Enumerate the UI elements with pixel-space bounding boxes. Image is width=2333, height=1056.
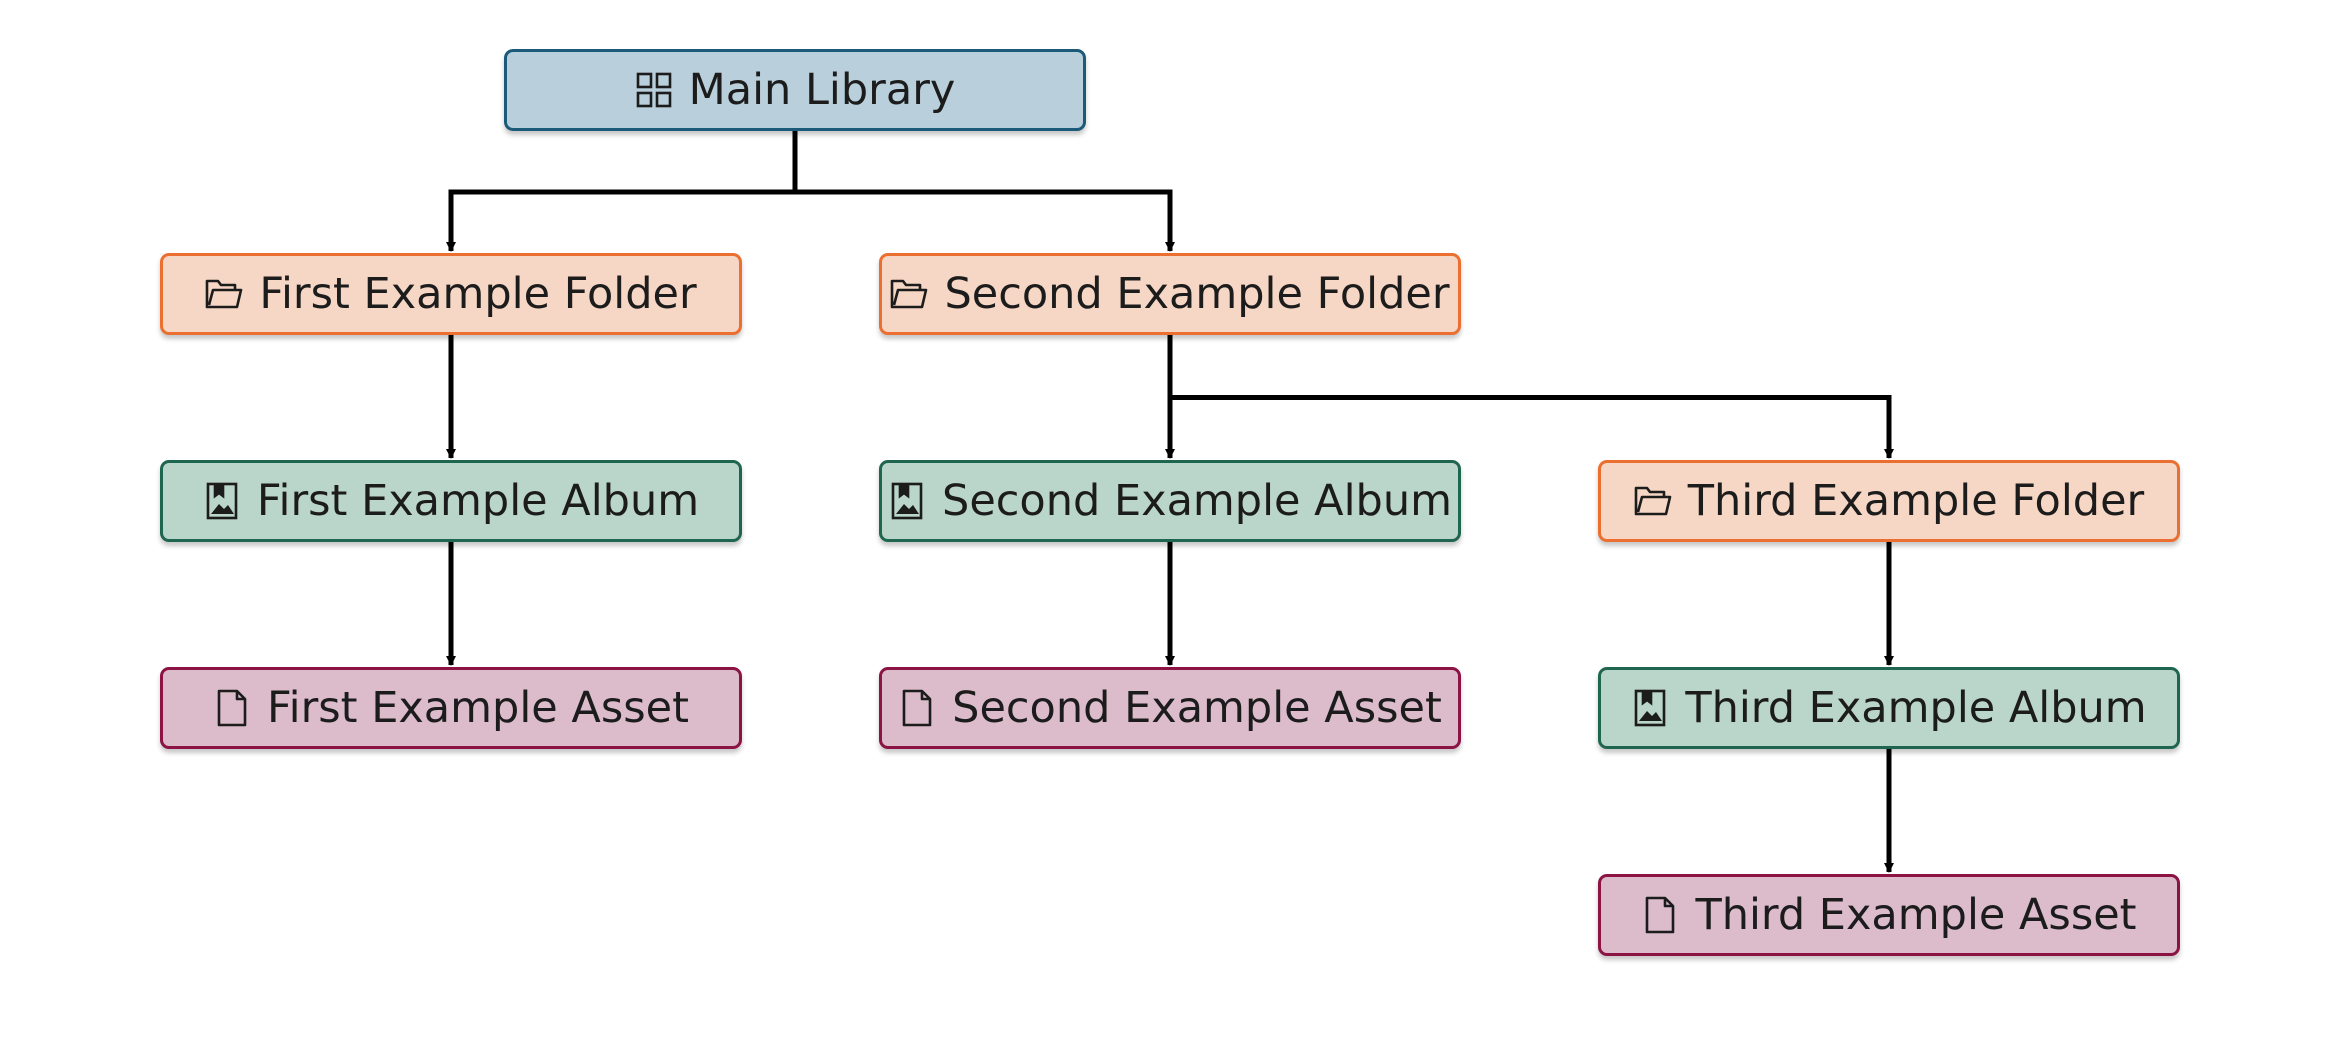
album-icon xyxy=(888,482,926,520)
folder-icon xyxy=(890,275,928,313)
first-example-folder-node[interactable]: First Example Folder xyxy=(160,253,742,335)
node-label: First Example Asset xyxy=(267,683,689,733)
node-label: Second Example Album xyxy=(942,476,1452,526)
first-example-album-node[interactable]: First Example Album xyxy=(160,460,742,542)
third-example-album-node[interactable]: Third Example Album xyxy=(1598,667,2180,749)
second-example-asset-node[interactable]: Second Example Asset xyxy=(879,667,1461,749)
node-label: Third Example Asset xyxy=(1695,890,2137,940)
connector-arrow-main-library-to-first-folder xyxy=(446,131,798,252)
third-example-asset-node[interactable]: Third Example Asset xyxy=(1598,874,2180,956)
folder-icon xyxy=(205,275,243,313)
node-label: Second Example Asset xyxy=(952,683,1442,733)
document-icon xyxy=(213,689,251,727)
node-label: Third Example Folder xyxy=(1687,476,2145,526)
folder-icon xyxy=(1634,482,1672,520)
node-label: Main Library xyxy=(688,65,956,115)
main-library-node[interactable]: Main Library xyxy=(504,49,1086,131)
second-example-album-node[interactable]: Second Example Album xyxy=(879,460,1461,542)
library-grid-icon xyxy=(635,71,673,109)
node-label: First Example Folder xyxy=(259,269,697,319)
album-icon xyxy=(1631,689,1669,727)
second-example-folder-node[interactable]: Second Example Folder xyxy=(879,253,1461,335)
document-icon xyxy=(1641,896,1679,934)
node-label: First Example Album xyxy=(256,476,700,526)
album-icon xyxy=(203,482,241,520)
document-icon xyxy=(898,689,936,727)
connector-arrow-second-folder-to-third-folder xyxy=(1167,335,1894,459)
connector-arrow-main-library-to-second-folder xyxy=(792,131,1175,252)
node-label: Third Example Album xyxy=(1685,683,2147,733)
first-example-asset-node[interactable]: First Example Asset xyxy=(160,667,742,749)
node-label: Second Example Folder xyxy=(944,269,1450,319)
third-example-folder-node[interactable]: Third Example Folder xyxy=(1598,460,2180,542)
